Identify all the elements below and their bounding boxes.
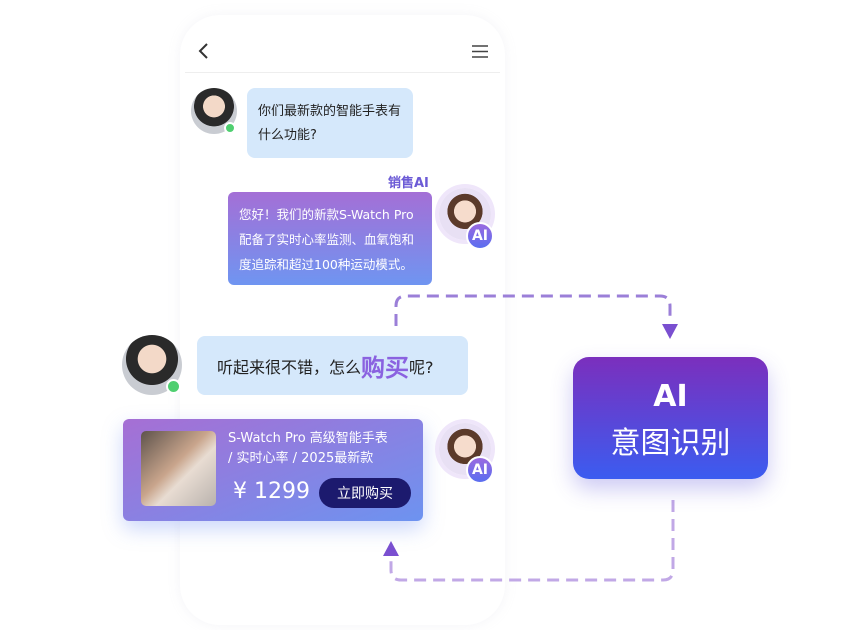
ai-message: 您好！我们的新款S-Watch Pro 配备了实时心率监测、血氧饱和 度追踪和超… [228, 192, 432, 285]
message-line: 度追踪和超过100种运动模式。 [239, 257, 413, 272]
back-icon[interactable] [196, 42, 212, 60]
product-subtitle: / 实时心率 / 2025最新款 [228, 451, 374, 466]
arrow-head-down [662, 324, 678, 339]
menu-icon[interactable] [471, 44, 489, 59]
message-line: 您好！我们的新款S-Watch Pro [239, 207, 414, 222]
message-text: 听起来很不错，怎么 [217, 357, 362, 377]
user-message-2: 听起来很不错，怎么购买呢? [197, 336, 468, 395]
ai-badge: AI [466, 222, 494, 250]
message-line: 你们最新款的智能手表有 [258, 104, 402, 119]
highlight-word: 购买 [361, 354, 410, 382]
message-text: 呢? [409, 357, 434, 377]
online-indicator [224, 122, 236, 134]
product-image [141, 431, 216, 506]
message-line: 配备了实时心率监测、血氧饱和 [239, 232, 415, 247]
arrow-head-up [383, 541, 399, 556]
intent-title: AI [653, 379, 688, 414]
header-divider [185, 72, 500, 73]
intent-subtitle: 意图识别 [610, 426, 731, 461]
dashed-arrow-bottom [389, 500, 675, 582]
buy-now-button[interactable]: 立即购买 [319, 478, 411, 508]
ai-badge: AI [466, 456, 494, 484]
ai-intent-recognition-box: AI 意图识别 [573, 357, 768, 479]
product-title: S-Watch Pro 高级智能手表 [228, 431, 388, 446]
product-card[interactable]: S-Watch Pro 高级智能手表 / 实时心率 / 2025最新款 ¥ 12… [123, 419, 423, 521]
product-price: ¥ 1299 [233, 479, 310, 504]
dashed-arrow-top [394, 294, 672, 326]
message-line: 什么功能? [258, 128, 317, 143]
user-message-1: 你们最新款的智能手表有 什么功能? [247, 88, 413, 158]
online-indicator [166, 379, 181, 394]
sender-label: 销售AI [388, 176, 429, 191]
